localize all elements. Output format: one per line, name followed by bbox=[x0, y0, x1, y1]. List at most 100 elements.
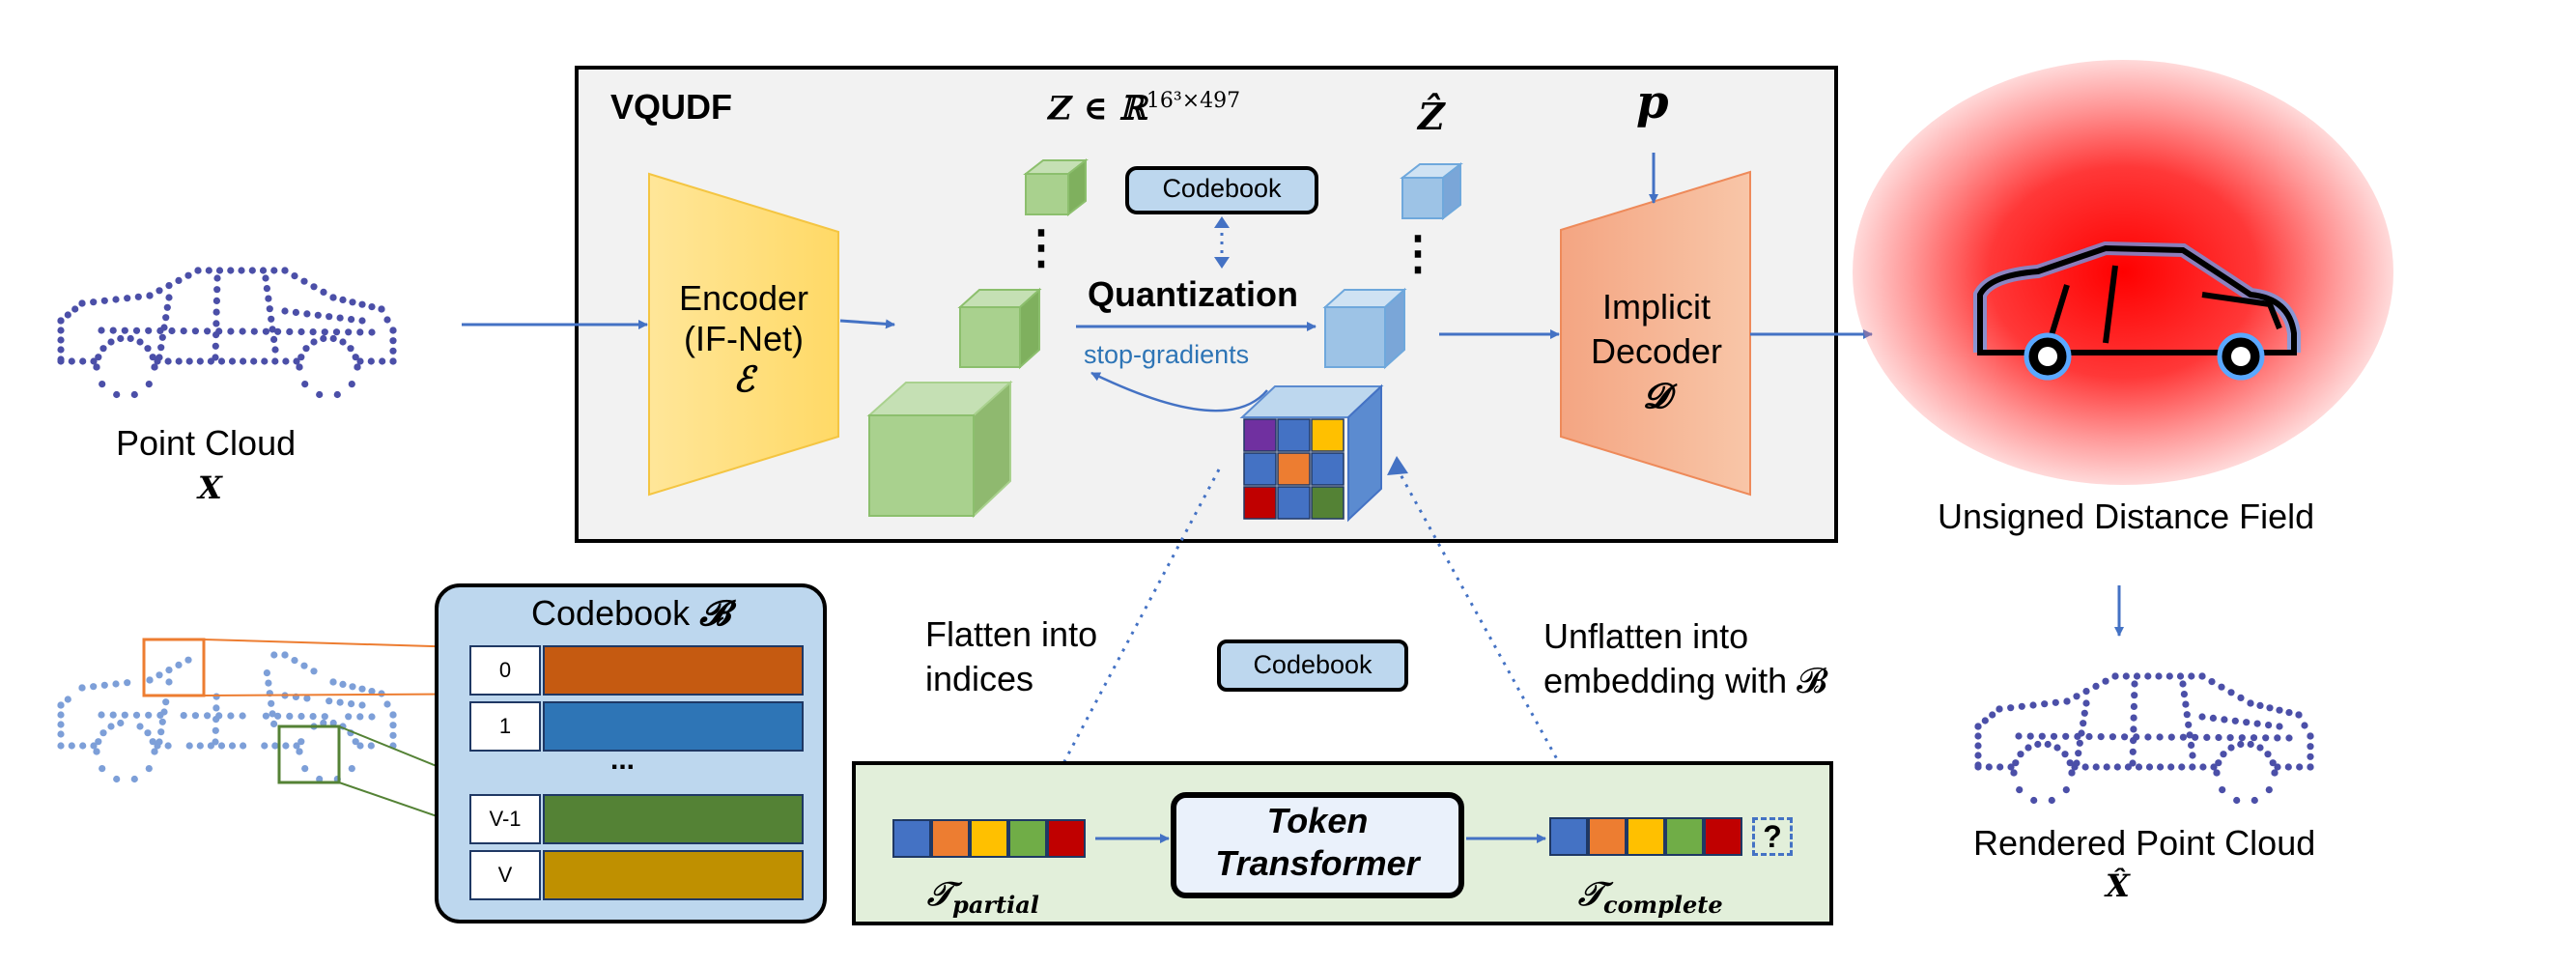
point bbox=[1974, 742, 1982, 750]
point bbox=[292, 308, 299, 316]
point bbox=[156, 738, 163, 746]
point bbox=[303, 310, 311, 318]
codebook-row-index: V-1 bbox=[469, 794, 541, 844]
flatten-label: Flatten into indices bbox=[925, 612, 1097, 701]
point bbox=[194, 267, 202, 274]
point bbox=[2208, 678, 2216, 686]
point bbox=[1985, 763, 1993, 771]
point bbox=[368, 713, 376, 721]
point bbox=[2198, 672, 2206, 680]
token-cell bbox=[1704, 817, 1742, 856]
point bbox=[2243, 719, 2250, 726]
point bbox=[339, 680, 347, 688]
rendered-point-cloud bbox=[1974, 672, 2314, 805]
point bbox=[156, 354, 163, 361]
point bbox=[270, 267, 278, 274]
transformer-box bbox=[1171, 792, 1464, 898]
point bbox=[164, 742, 172, 750]
codebook-table-title: Codebook 𝓑 bbox=[435, 593, 827, 635]
point bbox=[2226, 734, 2234, 742]
point bbox=[2256, 744, 2264, 752]
point bbox=[2081, 763, 2089, 771]
index-grid-cube bbox=[1239, 384, 1384, 523]
point bbox=[2062, 786, 2070, 794]
point bbox=[2296, 763, 2304, 771]
latent-exponent: 16³×497 bbox=[1146, 89, 1241, 113]
point bbox=[333, 390, 341, 399]
decoder-block bbox=[1560, 170, 1751, 497]
quantization-label: Quantization bbox=[1088, 274, 1298, 314]
point bbox=[212, 726, 219, 734]
point bbox=[2010, 769, 2018, 777]
point bbox=[2199, 763, 2207, 771]
point bbox=[2053, 744, 2061, 752]
unflatten-line1: Unflatten into bbox=[1543, 616, 1749, 656]
point bbox=[339, 338, 347, 346]
point bbox=[93, 748, 100, 755]
grid-cell bbox=[1277, 418, 1311, 452]
point bbox=[2307, 732, 2314, 740]
point bbox=[261, 357, 269, 365]
point bbox=[2082, 699, 2090, 707]
point bbox=[2220, 751, 2227, 758]
point bbox=[90, 742, 98, 750]
point bbox=[215, 267, 224, 274]
point bbox=[2295, 711, 2303, 719]
latent-label-text: Z ∈ ℝ bbox=[1048, 89, 1146, 128]
point bbox=[329, 334, 337, 343]
point bbox=[144, 345, 152, 353]
point bbox=[240, 742, 247, 750]
point bbox=[57, 357, 65, 365]
point bbox=[297, 354, 305, 361]
highlight-box-green bbox=[277, 724, 341, 784]
grid-cell bbox=[1243, 418, 1277, 452]
point bbox=[57, 317, 65, 325]
point bbox=[358, 701, 366, 709]
point bbox=[196, 742, 204, 750]
point bbox=[2018, 702, 2025, 710]
point bbox=[184, 271, 192, 279]
point bbox=[2076, 739, 2083, 747]
point bbox=[2068, 769, 2076, 777]
input-point-cloud bbox=[57, 267, 397, 399]
point bbox=[2231, 717, 2239, 724]
point bbox=[2210, 763, 2218, 771]
point bbox=[1996, 763, 2004, 771]
point bbox=[2155, 672, 2163, 680]
point bbox=[2183, 711, 2191, 719]
point bbox=[356, 742, 364, 750]
point bbox=[352, 354, 359, 361]
unflatten-label: Unflatten into embedding with 𝓑 bbox=[1543, 614, 1827, 703]
point bbox=[2218, 683, 2225, 691]
point bbox=[2167, 763, 2175, 771]
point bbox=[2188, 672, 2195, 680]
point bbox=[212, 704, 220, 712]
point bbox=[113, 390, 121, 399]
point bbox=[2253, 720, 2261, 727]
complete-token-sub: complete bbox=[1603, 890, 1723, 919]
point bbox=[180, 712, 187, 720]
point bbox=[99, 345, 107, 353]
point bbox=[162, 314, 170, 322]
point bbox=[314, 311, 322, 319]
grid-cell bbox=[1277, 486, 1311, 520]
point bbox=[90, 357, 98, 365]
point bbox=[2203, 733, 2211, 741]
point bbox=[2038, 732, 2046, 740]
point bbox=[227, 267, 235, 274]
point bbox=[269, 710, 276, 718]
point bbox=[2007, 704, 2015, 712]
point bbox=[57, 742, 65, 750]
point bbox=[100, 681, 108, 689]
point bbox=[2307, 743, 2314, 751]
grid-cell bbox=[1311, 486, 1345, 520]
point bbox=[158, 718, 166, 725]
point bbox=[191, 712, 199, 720]
feature-grid-cube bbox=[866, 380, 1013, 519]
point bbox=[227, 327, 235, 335]
point bbox=[282, 357, 290, 365]
point bbox=[281, 307, 289, 315]
token-cell bbox=[1549, 817, 1588, 856]
point bbox=[348, 316, 355, 324]
point bbox=[228, 742, 237, 750]
